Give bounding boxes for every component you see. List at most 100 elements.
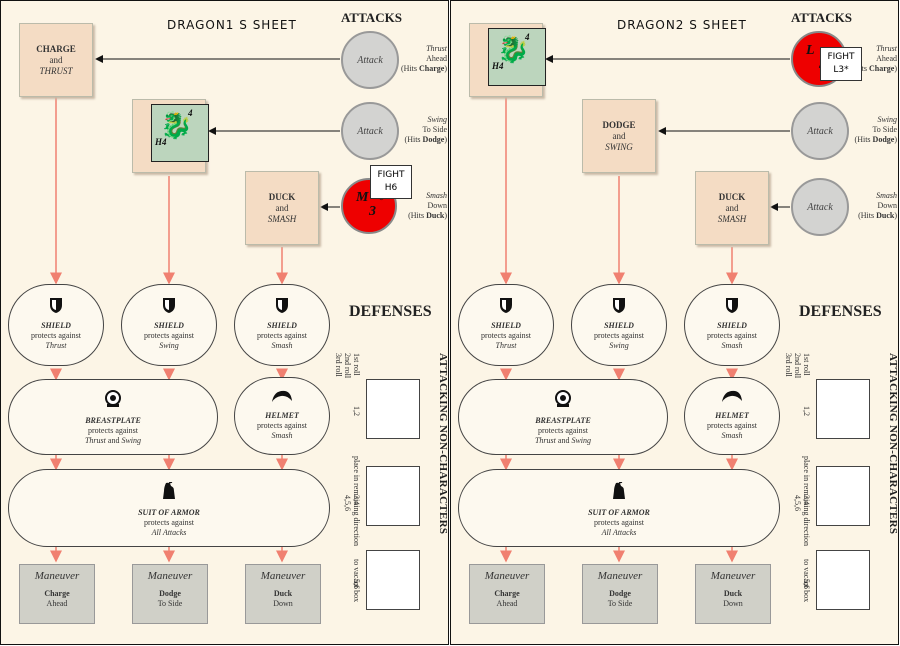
dragon-icon: 🐉: [160, 111, 193, 140]
shield-text: protects against: [31, 331, 81, 340]
roll-note: 5,6: [352, 579, 361, 589]
attack-hits-target: Duck: [876, 211, 895, 220]
attack-hits-target: Charge: [419, 64, 445, 73]
maneuver-name: Charge: [494, 589, 520, 598]
attack-hits-target: Charge: [869, 64, 895, 73]
attack-circle[interactable]: Attack: [341, 102, 399, 160]
tactic-primary: DUCK: [718, 191, 746, 202]
non-character-box-2[interactable]: [816, 466, 870, 526]
roll-note: 5,6: [802, 579, 811, 589]
tactic-and: and: [612, 130, 626, 141]
shield-target: Thrust: [495, 341, 517, 350]
maneuver-title: Maneuver: [484, 570, 530, 582]
attack-hits-prefix: (Hits: [854, 135, 873, 144]
non-character-box-1[interactable]: [816, 379, 870, 439]
helmet-text: protects against: [707, 421, 757, 430]
non-character-box-1[interactable]: [366, 379, 420, 439]
fight-label: FIGHT H6: [370, 165, 412, 199]
shield-target: Smash: [271, 341, 293, 350]
fight-label-line1: FIGHT: [377, 170, 405, 180]
non-character-box-3[interactable]: [366, 550, 420, 610]
attacking-non-characters-header: ATTACKING NON-CHARACTERS: [437, 353, 449, 535]
tactic-secondary: SMASH: [717, 213, 747, 224]
shield-title: SHIELD: [717, 321, 747, 330]
breastplate-title: BREASTPLATE: [85, 416, 141, 425]
maneuver-direction: Ahead: [46, 599, 68, 608]
roll-note-a: 3,4: [802, 495, 811, 505]
tactic-secondary: THRUST: [39, 65, 73, 76]
maneuver-title: Maneuver: [34, 570, 80, 582]
breastplate-target-2: Swing: [571, 436, 592, 445]
attack-circle[interactable]: Attack: [791, 178, 849, 236]
breastplate-target-1: Thrust: [84, 436, 106, 445]
attack-hits-suffix: ): [444, 211, 447, 220]
shield-title: SHIELD: [604, 321, 634, 330]
fight-label-line2: H6: [384, 183, 398, 193]
non-character-box-3[interactable]: [816, 550, 870, 610]
attack-hits-target: Dodge: [422, 135, 445, 144]
counter-left-label: H4: [155, 137, 167, 147]
attack-hits-prefix: (Hits: [408, 211, 427, 220]
helmet-icon: [685, 389, 779, 406]
non-character-box-2[interactable]: [366, 466, 420, 526]
fight-label-line1: FIGHT: [827, 52, 855, 62]
defenses-header: DEFENSES: [349, 303, 432, 320]
breastplate-icon: [459, 390, 667, 411]
maneuver-title: Maneuver: [260, 570, 306, 582]
shield-title: SHIELD: [267, 321, 297, 330]
attack-hits-suffix: ): [894, 135, 897, 144]
attack-circle[interactable]: Attack: [791, 102, 849, 160]
counter-top-label: 4: [525, 32, 530, 42]
sheet-title: DRAGON1 S SHEET: [167, 18, 297, 32]
attack-label: Attack: [357, 54, 383, 66]
breastplate-targets: Thrust and Swing: [459, 436, 667, 446]
attack-sub: Ahead: [426, 54, 447, 63]
breastplate-text: protects against: [538, 426, 588, 435]
maneuver-title: Maneuver: [597, 570, 643, 582]
maneuver-name: Duck: [723, 589, 743, 598]
helmet-target: Smash: [271, 431, 293, 440]
maneuver-direction: To Side: [607, 599, 633, 608]
maneuver-name: Duck: [273, 589, 293, 598]
attack-direction: Swing: [427, 115, 447, 124]
attack-counter-placed[interactable]: L3*: [791, 31, 847, 87]
dragon-icon: 🐉: [497, 35, 530, 64]
attack-circle[interactable]: Attack: [341, 31, 399, 89]
helmet-icon: [235, 389, 329, 406]
tactic-secondary: SWING: [605, 141, 633, 152]
shield-title: SHIELD: [41, 321, 71, 330]
armor-icon: [9, 481, 329, 503]
tactic-and: and: [49, 54, 63, 65]
attack-direction: Thrust: [876, 44, 897, 53]
